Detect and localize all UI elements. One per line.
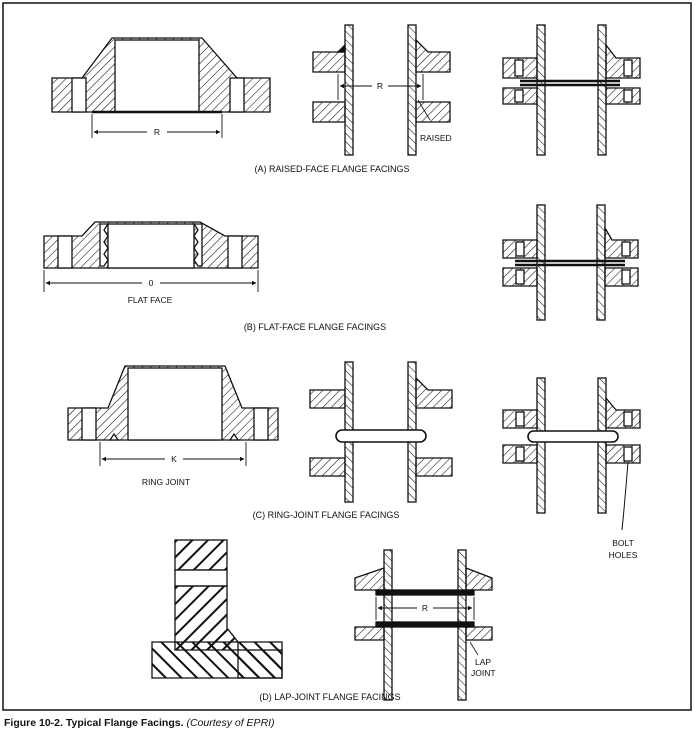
- panel-a-caption: (A) RAISED-FACE FLANGE FACINGS: [254, 164, 409, 174]
- panel-b-flat-face-assembly: [502, 204, 639, 321]
- panel-a-weld-neck-flange: [51, 37, 271, 138]
- panel-d-joint-label: JOINT: [471, 668, 496, 678]
- figure-frame: [2, 2, 692, 711]
- panel-b-dim-zero: 0: [149, 278, 154, 288]
- figure-caption: Figure 10-2. Typical Flange Facings. (Co…: [4, 717, 275, 729]
- panel-c-ring-joint-label: RING JOINT: [142, 477, 190, 487]
- panel-c-ring-assembly: [309, 361, 453, 503]
- panel-d-lap-assembly: [354, 549, 493, 701]
- panel-c-callout-bolt: BOLT: [612, 538, 634, 548]
- figure-credit: (Courtesy of EPRI): [186, 717, 275, 729]
- panel-a-gasket-assembly: [502, 24, 641, 156]
- panel-c-ring-gasket-assembly: [502, 377, 641, 531]
- panel-d-lap-label: LAP: [475, 657, 491, 667]
- panel-d-dim-r: R: [422, 603, 428, 613]
- panel-c-callout-holes: HOLES: [609, 550, 638, 560]
- panel-b-caption: (B) FLAT-FACE FLANGE FACINGS: [244, 322, 386, 332]
- panel-a-dim-r-left: R: [154, 127, 160, 137]
- panel-c-dim-k: K: [171, 454, 177, 464]
- panel-b-flat-face-flange: [43, 221, 259, 292]
- panel-b-flat-face-label: FLAT FACE: [128, 295, 173, 305]
- panel-a-raised-assembly: [312, 24, 451, 156]
- panel-c-caption: (C) RING-JOINT FLANGE FACINGS: [253, 510, 400, 520]
- panel-c-ring-joint-flange: [67, 365, 279, 466]
- panel-d-lap-joint-section: [151, 539, 283, 679]
- panel-a-dim-r-right: R: [377, 81, 383, 91]
- panel-d-caption: (D) LAP-JOINT FLANGE FACINGS: [259, 692, 400, 702]
- figure-title: Figure 10-2. Typical Flange Facings.: [4, 717, 184, 729]
- panel-a-raised-label: RAISED: [420, 133, 452, 143]
